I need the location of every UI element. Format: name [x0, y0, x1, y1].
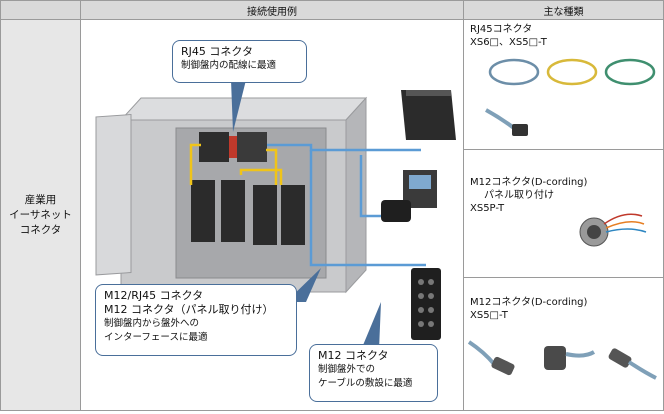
m12-cable-3	[627, 360, 657, 380]
cable-coil-green	[604, 58, 656, 86]
servo-drive-1	[191, 180, 215, 242]
port-4	[428, 293, 434, 299]
callout-m12-rj45-desc1: 制御盤内から盤外への	[104, 318, 200, 329]
io-module	[401, 90, 456, 140]
servo-drive-3	[253, 185, 277, 245]
callout-m12-rj45-title2: M12 コネクタ（パネル取り付け）	[104, 303, 274, 316]
product-rj45-image	[485, 58, 656, 136]
camera-window	[409, 175, 431, 189]
callout-m12-rj45-desc2: インターフェースに最適	[104, 332, 208, 343]
cable-coil-yellow	[546, 58, 598, 86]
usage-illustration	[95, 80, 456, 350]
io-module-top	[406, 90, 451, 96]
port-3	[418, 293, 424, 299]
wire-red	[603, 213, 643, 225]
callout-m12-desc1: 制御盤外での	[318, 364, 376, 375]
callout-rj45-title: RJ45 コネクタ	[181, 45, 253, 58]
pointer-m12	[361, 302, 381, 350]
wire-blue	[605, 228, 647, 233]
product-m12-panel-model: XS5P-T	[470, 203, 505, 214]
product-m12-name: M12コネクタ(D-cording)	[470, 297, 588, 308]
product-rj45-name: RJ45コネクタ	[470, 24, 533, 35]
camera-lens	[381, 200, 411, 222]
callout-m12-rj45: M12/RJ45 コネクタ M12 コネクタ（パネル取り付け） 制御盤内から盤外…	[95, 284, 297, 356]
rj45-plug	[512, 124, 528, 136]
category-label: 産業用 イーサネット コネクタ	[9, 193, 72, 236]
port-5	[418, 307, 424, 313]
header-empty	[0, 0, 81, 20]
product-m12-panel-image	[579, 213, 647, 247]
servo-drive-4	[281, 185, 305, 245]
port-6	[428, 307, 434, 313]
wire-orange	[605, 221, 645, 229]
m12-cable-2	[565, 350, 596, 358]
cable-yellow-1	[189, 143, 201, 185]
product-m12-panel-sub: パネル取り付け	[484, 190, 554, 201]
product-m12-image	[467, 340, 657, 380]
plc-unit-1	[199, 132, 229, 162]
panel-connector-center	[587, 225, 601, 239]
m12-plug-angle	[544, 346, 566, 370]
cable-coil-blue	[488, 58, 540, 86]
plc-unit-2	[237, 132, 267, 162]
plc-unit-red	[229, 136, 237, 158]
product-m12-panel: M12コネクタ(D-cording) パネル取り付け XS5P-T	[463, 149, 664, 278]
m12-plug-straight	[491, 356, 515, 376]
cable-blue-2	[309, 150, 371, 267]
callout-m12-desc2: ケーブルの敷設に最適	[318, 378, 413, 389]
cabinet-side	[345, 96, 367, 294]
pointer-rj45	[231, 80, 246, 132]
callout-rj45: RJ45 コネクタ 制御盤内の配線に最適	[172, 40, 307, 83]
product-m12-panel-name: M12コネクタ(D-cording)	[470, 177, 588, 188]
cable-yellow-3	[239, 168, 283, 185]
callout-m12-title: M12 コネクタ	[318, 349, 389, 362]
cabinet-door	[95, 113, 132, 276]
remote-io-block	[411, 268, 441, 340]
callout-m12: M12 コネクタ 制御盤外での ケーブルの敷設に最適	[309, 344, 438, 402]
header-main-types: 主な種類	[463, 0, 664, 20]
usage-illustration-cell: RJ45 コネクタ 制御盤内の配線に最適 M12/RJ45 コネクタ M12 コ…	[80, 19, 464, 411]
header-usage-example: 接続使用例	[80, 0, 464, 20]
product-rj45-model: XS6□、XS5□-T	[470, 37, 547, 48]
cabinet-top	[119, 97, 368, 121]
m12-cable-1	[467, 340, 496, 366]
product-m12-model: XS5□-T	[470, 310, 508, 321]
product-rj45: RJ45コネクタ XS6□、XS5□-T	[463, 19, 664, 150]
port-2	[428, 279, 434, 285]
servo-drive-2	[221, 180, 245, 242]
port-1	[418, 279, 424, 285]
callout-rj45-desc: 制御盤内の配線に最適	[181, 60, 277, 71]
port-8	[428, 321, 434, 327]
port-7	[418, 321, 424, 327]
category-cell: 産業用 イーサネット コネクタ	[0, 19, 81, 411]
callout-m12-rj45-title1: M12/RJ45 コネクタ	[104, 289, 204, 302]
cable-yellow-2	[266, 148, 278, 185]
product-m12: M12コネクタ(D-cording) XS5□-T	[463, 277, 664, 411]
m12-socket	[608, 348, 632, 368]
